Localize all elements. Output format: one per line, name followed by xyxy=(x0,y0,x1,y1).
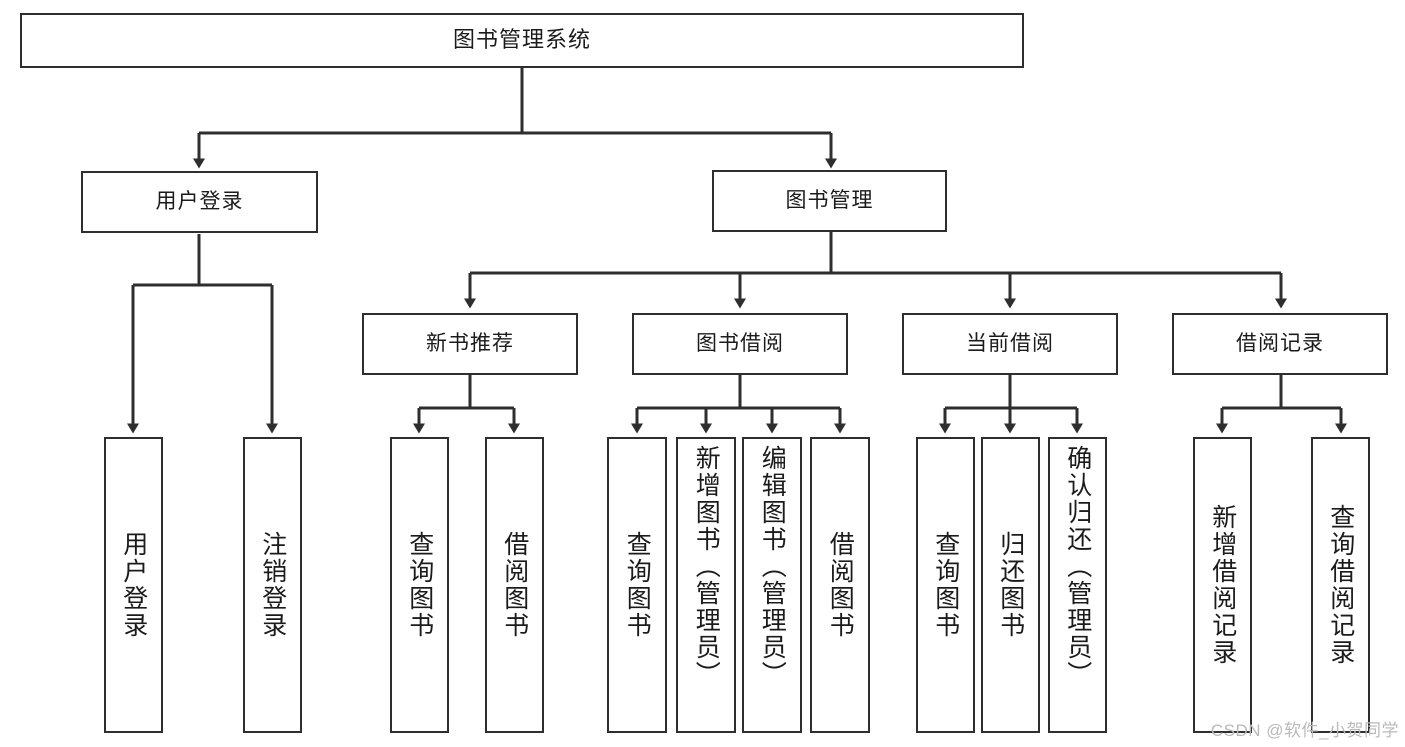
leaf-query-book-borrow[interactable]: 查询图书 xyxy=(607,437,667,733)
leaf-confirm-return-admin[interactable]: 确认归还（管理员） xyxy=(1048,437,1107,733)
node-borrow-records[interactable]: 借阅记录 xyxy=(1172,313,1388,375)
node-book-borrow[interactable]: 图书借阅 xyxy=(632,313,848,375)
node-book-management[interactable]: 图书管理 xyxy=(712,170,947,232)
node-current-borrow[interactable]: 当前借阅 xyxy=(902,313,1118,375)
leaf-query-borrow-record[interactable]: 查询借阅记录 xyxy=(1311,437,1370,733)
leaf-label: 注销登录 xyxy=(258,531,287,639)
leaf-label: 查询图书 xyxy=(931,531,960,639)
leaf-label: 查询图书 xyxy=(405,531,434,639)
leaf-label: 查询借阅记录 xyxy=(1326,504,1355,666)
node-new-book-recommend[interactable]: 新书推荐 xyxy=(362,313,578,375)
node-root-system[interactable]: 图书管理系统 xyxy=(20,13,1024,68)
leaf-borrow-book-new[interactable]: 借阅图书 xyxy=(485,437,544,733)
leaf-query-book-new[interactable]: 查询图书 xyxy=(390,437,449,733)
leaf-label: 借阅图书 xyxy=(826,531,855,639)
leaf-label: 归还图书 xyxy=(996,531,1025,639)
leaf-add-borrow-record[interactable]: 新增借阅记录 xyxy=(1193,437,1252,733)
node-user-login[interactable]: 用户登录 xyxy=(81,171,318,233)
leaf-user-login[interactable]: 用户登录 xyxy=(104,437,163,733)
leaf-query-book-current[interactable]: 查询图书 xyxy=(916,437,975,733)
leaf-label: 查询图书 xyxy=(623,531,652,639)
leaf-return-book[interactable]: 归还图书 xyxy=(981,437,1040,733)
leaf-label: 编辑图书（管理员） xyxy=(758,445,787,688)
leaf-label: 新增图书（管理员） xyxy=(692,445,721,688)
watermark-text: CSDN @软件_小贺同学 xyxy=(1210,721,1399,740)
leaf-edit-book-admin[interactable]: 编辑图书（管理员） xyxy=(742,437,802,733)
leaf-add-book-admin[interactable]: 新增图书（管理员） xyxy=(676,437,736,733)
leaf-label: 确认归还（管理员） xyxy=(1063,445,1092,688)
leaf-label: 用户登录 xyxy=(119,531,148,639)
leaf-label: 借阅图书 xyxy=(500,531,529,639)
leaf-borrow-book[interactable]: 借阅图书 xyxy=(810,437,870,733)
leaf-label: 新增借阅记录 xyxy=(1208,504,1237,666)
leaf-logout[interactable]: 注销登录 xyxy=(243,437,302,733)
